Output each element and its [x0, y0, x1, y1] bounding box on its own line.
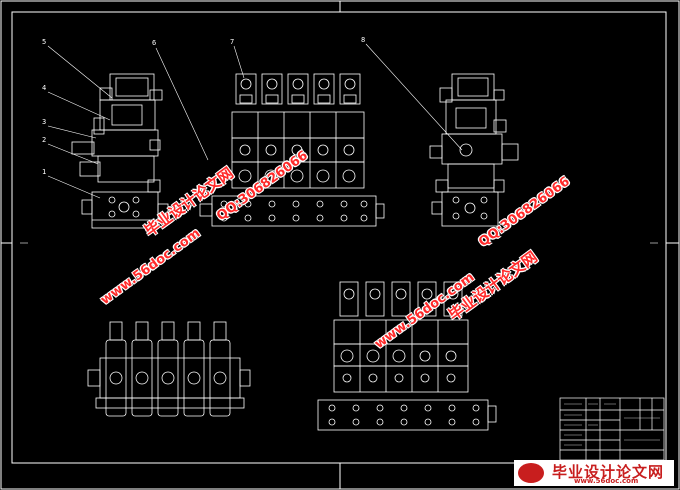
- left-side-view: [71, 73, 169, 229]
- callout-6: 6: [152, 39, 157, 47]
- drawing-frame: [11, 11, 667, 464]
- logo-badge-icon: [518, 463, 544, 483]
- callout-7: 7: [230, 38, 235, 46]
- callout-2: 2: [42, 136, 47, 144]
- callout-1: 1: [42, 168, 47, 176]
- callout-5: 5: [42, 38, 47, 46]
- front-view-bottom-right: [317, 281, 497, 431]
- footer-logo-cn: 毕业设计论文网: [552, 463, 665, 481]
- title-block: [559, 397, 665, 461]
- callout-4: 4: [42, 84, 47, 92]
- top-view-bottom-left: [87, 321, 251, 417]
- callout-3: 3: [42, 118, 47, 126]
- front-view-top: [199, 73, 385, 227]
- callout-leaders: [47, 43, 463, 199]
- right-side-view: [429, 73, 519, 227]
- footer-logo-url: www.56doc.com: [574, 477, 639, 485]
- footer-logo: 毕业设计论文网 www.56doc.com: [514, 460, 674, 486]
- callout-8: 8: [361, 36, 366, 44]
